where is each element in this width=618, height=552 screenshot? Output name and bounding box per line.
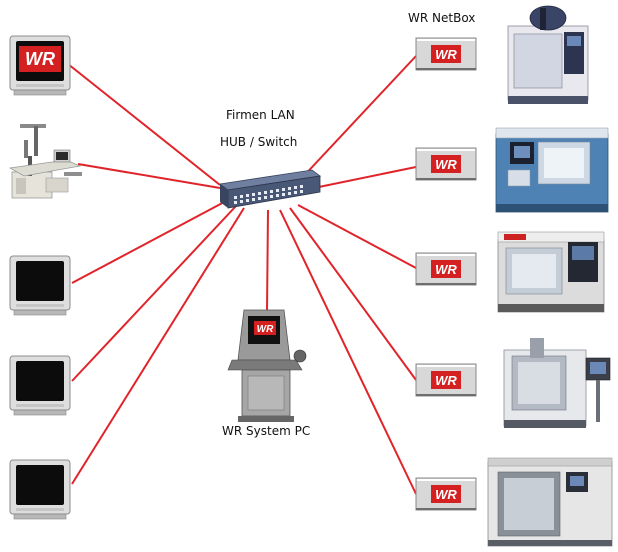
network-switch-icon — [218, 169, 322, 209]
cnc-lathe-icon — [495, 127, 609, 213]
netbox-device-icon — [416, 148, 476, 180]
lan-label: Firmen LAN — [226, 108, 295, 122]
machining-center-icon — [503, 338, 611, 428]
netbox-device-icon — [416, 478, 476, 510]
link-netbox-4 — [289, 207, 417, 381]
hub-switch-label: HUB / Switch — [220, 135, 298, 149]
svg-text:WR: WR — [257, 324, 274, 335]
monitor-icon — [9, 255, 71, 316]
svg-text:WR: WR — [25, 49, 55, 69]
machining-center-icon — [487, 457, 613, 547]
link-netbox-5 — [279, 209, 417, 495]
system-pc-label: WR System PC — [222, 424, 311, 438]
link-monitor-2 — [71, 199, 229, 284]
link-cmm — [77, 163, 221, 189]
machining-center-icon — [507, 5, 589, 104]
netbox-device-icon — [416, 38, 476, 70]
link-netbox-2 — [313, 166, 417, 189]
link-netbox-3 — [297, 204, 417, 269]
cnc-lathe-icon — [497, 231, 605, 313]
connection-lines — [67, 55, 417, 495]
link-system-pc — [266, 209, 269, 313]
measuring-machine-icon — [8, 124, 82, 199]
netbox-device-icon — [416, 364, 476, 396]
monitor-icon — [9, 459, 71, 520]
netbox-label: WR NetBox — [408, 11, 476, 25]
link-monitor-4 — [71, 207, 245, 485]
industrial-terminal-icon: WR — [227, 309, 307, 422]
monitor-icon — [9, 355, 71, 416]
monitor-icon: WR — [9, 35, 71, 96]
link-netbox-1 — [299, 55, 417, 181]
link-monitor-3 — [71, 205, 237, 382]
netbox-device-icon — [416, 253, 476, 285]
link-monitor-1 — [67, 63, 221, 186]
